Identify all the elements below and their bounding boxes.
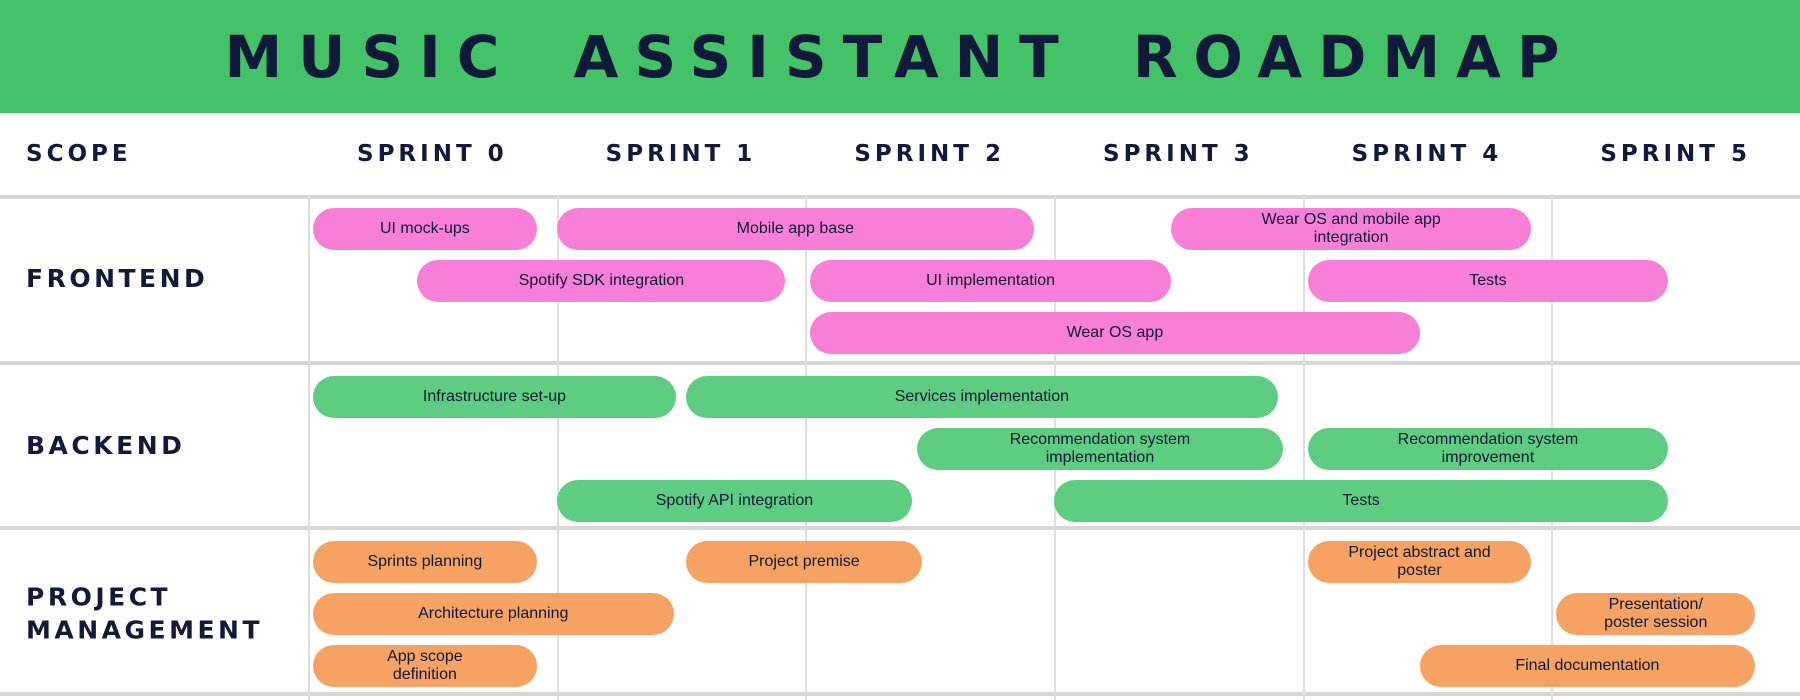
sprint-2-header: SPRINT 2 — [854, 141, 1005, 167]
grid-vline — [805, 195, 808, 700]
task-bar: UI implementation — [810, 260, 1171, 302]
page-title: MUSIC ASSISTANT ROADMAP — [224, 22, 1576, 91]
task-bar: App scope definition — [312, 645, 537, 687]
task-bar: Project abstract and poster — [1307, 541, 1532, 583]
grid-hline — [0, 195, 1800, 199]
task-bar: Wear OS and mobile app integration — [1170, 208, 1532, 250]
task-bar: Project premise — [685, 541, 923, 583]
sprint-3-header: SPRINT 3 — [1103, 141, 1254, 167]
grid-vline — [308, 195, 310, 700]
task-bar: Recommendation system improvement — [1307, 428, 1669, 470]
task-bar: Infrastructure set-up — [312, 376, 677, 418]
grid-hline — [0, 692, 1800, 696]
task-bar: Presentation/ poster session — [1556, 593, 1756, 635]
row-label-backend: BACKEND — [26, 430, 186, 460]
grid-vline — [1302, 195, 1305, 700]
scope-header: SCOPE — [26, 141, 132, 167]
task-bar: Mobile app base — [556, 208, 1035, 250]
row-label-frontend: FRONTEND — [26, 263, 209, 293]
task-bar: Tests — [1307, 260, 1669, 302]
sprint-0-header: SPRINT 0 — [357, 141, 508, 167]
title-banner: MUSIC ASSISTANT ROADMAP — [0, 0, 1800, 113]
column-headers: SCOPE SPRINT 0 SPRINT 1 SPRINT 2 SPRINT … — [0, 113, 1800, 195]
row-label-project-management: PROJECT MANAGEMENT — [26, 582, 264, 645]
grid-vline — [556, 195, 559, 700]
sprint-4-header: SPRINT 4 — [1351, 141, 1503, 167]
task-bar: Tests — [1054, 480, 1669, 522]
task-bar: Sprints planning — [312, 541, 537, 583]
task-bar: Recommendation system implementation — [917, 428, 1283, 470]
task-bar: Spotify SDK integration — [417, 260, 786, 302]
task-bar: Services implementation — [685, 376, 1278, 418]
sprint-1-header: SPRINT 1 — [605, 141, 757, 167]
task-bar: Spotify API integration — [556, 480, 913, 522]
task-bar: Wear OS app — [810, 312, 1420, 354]
sprint-5-header: SPRINT 5 — [1600, 141, 1751, 167]
task-bar: Final documentation — [1419, 645, 1756, 687]
task-bar: Architecture planning — [312, 593, 674, 635]
grid-hline — [0, 526, 1800, 530]
grid-hline — [0, 361, 1800, 365]
task-bar: UI mock-ups — [312, 208, 537, 250]
